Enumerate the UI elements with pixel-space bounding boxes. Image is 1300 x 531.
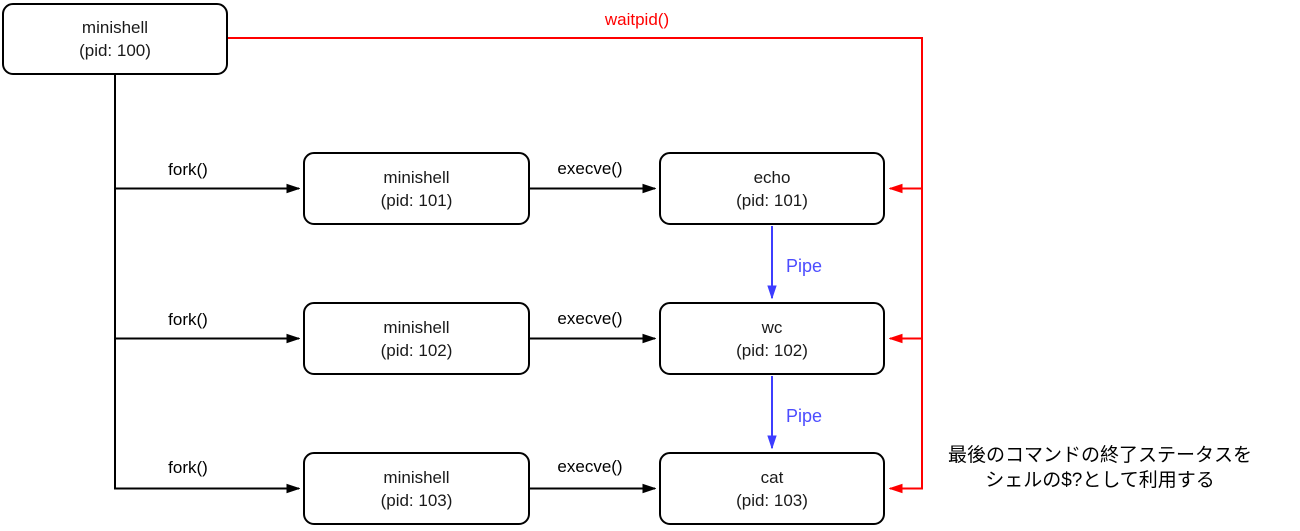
node-minishell-101: minishell (pid: 101) <box>303 152 530 225</box>
node-minishell-102: minishell (pid: 102) <box>303 302 530 375</box>
fork-edge-row3 <box>114 75 299 489</box>
node-title: echo <box>753 167 791 187</box>
waitpid-label: waitpid() <box>604 10 670 29</box>
node-title: minishell <box>383 467 450 487</box>
execve-label-row3: execve() <box>557 457 623 476</box>
execve-label-row1: execve() <box>557 159 623 178</box>
node-minishell-103: minishell (pid: 103) <box>303 452 530 525</box>
waitpid-edge-main <box>228 37 923 489</box>
node-title: minishell <box>383 317 450 337</box>
node-title: wc <box>761 317 783 337</box>
exit-status-note-line2: シェルの$?として利用する <box>985 470 1215 491</box>
node-minishell-100: minishell (pid: 100) <box>2 3 228 75</box>
exit-status-note-line1: 最後のコマンドの終了ステータスを <box>947 445 1252 466</box>
node-title: cat <box>760 467 784 487</box>
fork-label-row2: fork() <box>168 310 208 329</box>
node-pid: (pid: 103) <box>736 490 808 510</box>
node-pid: (pid: 103) <box>380 490 453 510</box>
node-cat-103: cat (pid: 103) <box>659 452 885 525</box>
node-title: minishell <box>81 18 149 37</box>
execve-label-row2: execve() <box>557 309 623 328</box>
pipe-label-2: Pipe <box>786 406 823 426</box>
node-pid: (pid: 100) <box>79 41 151 60</box>
node-wc-102: wc (pid: 102) <box>659 302 885 375</box>
fork-label-row1: fork() <box>168 160 208 179</box>
node-echo-101: echo (pid: 101) <box>659 152 885 225</box>
node-pid: (pid: 102) <box>380 340 453 360</box>
node-pid: (pid: 102) <box>736 340 808 360</box>
exit-status-note: 最後のコマンドの終了ステータスを シェルの$?として利用する <box>916 443 1284 493</box>
node-title: minishell <box>383 167 450 187</box>
pipe-label-1: Pipe <box>786 256 823 276</box>
fork-label-row3: fork() <box>168 458 208 477</box>
node-pid: (pid: 101) <box>736 190 808 210</box>
node-pid: (pid: 101) <box>380 190 453 210</box>
